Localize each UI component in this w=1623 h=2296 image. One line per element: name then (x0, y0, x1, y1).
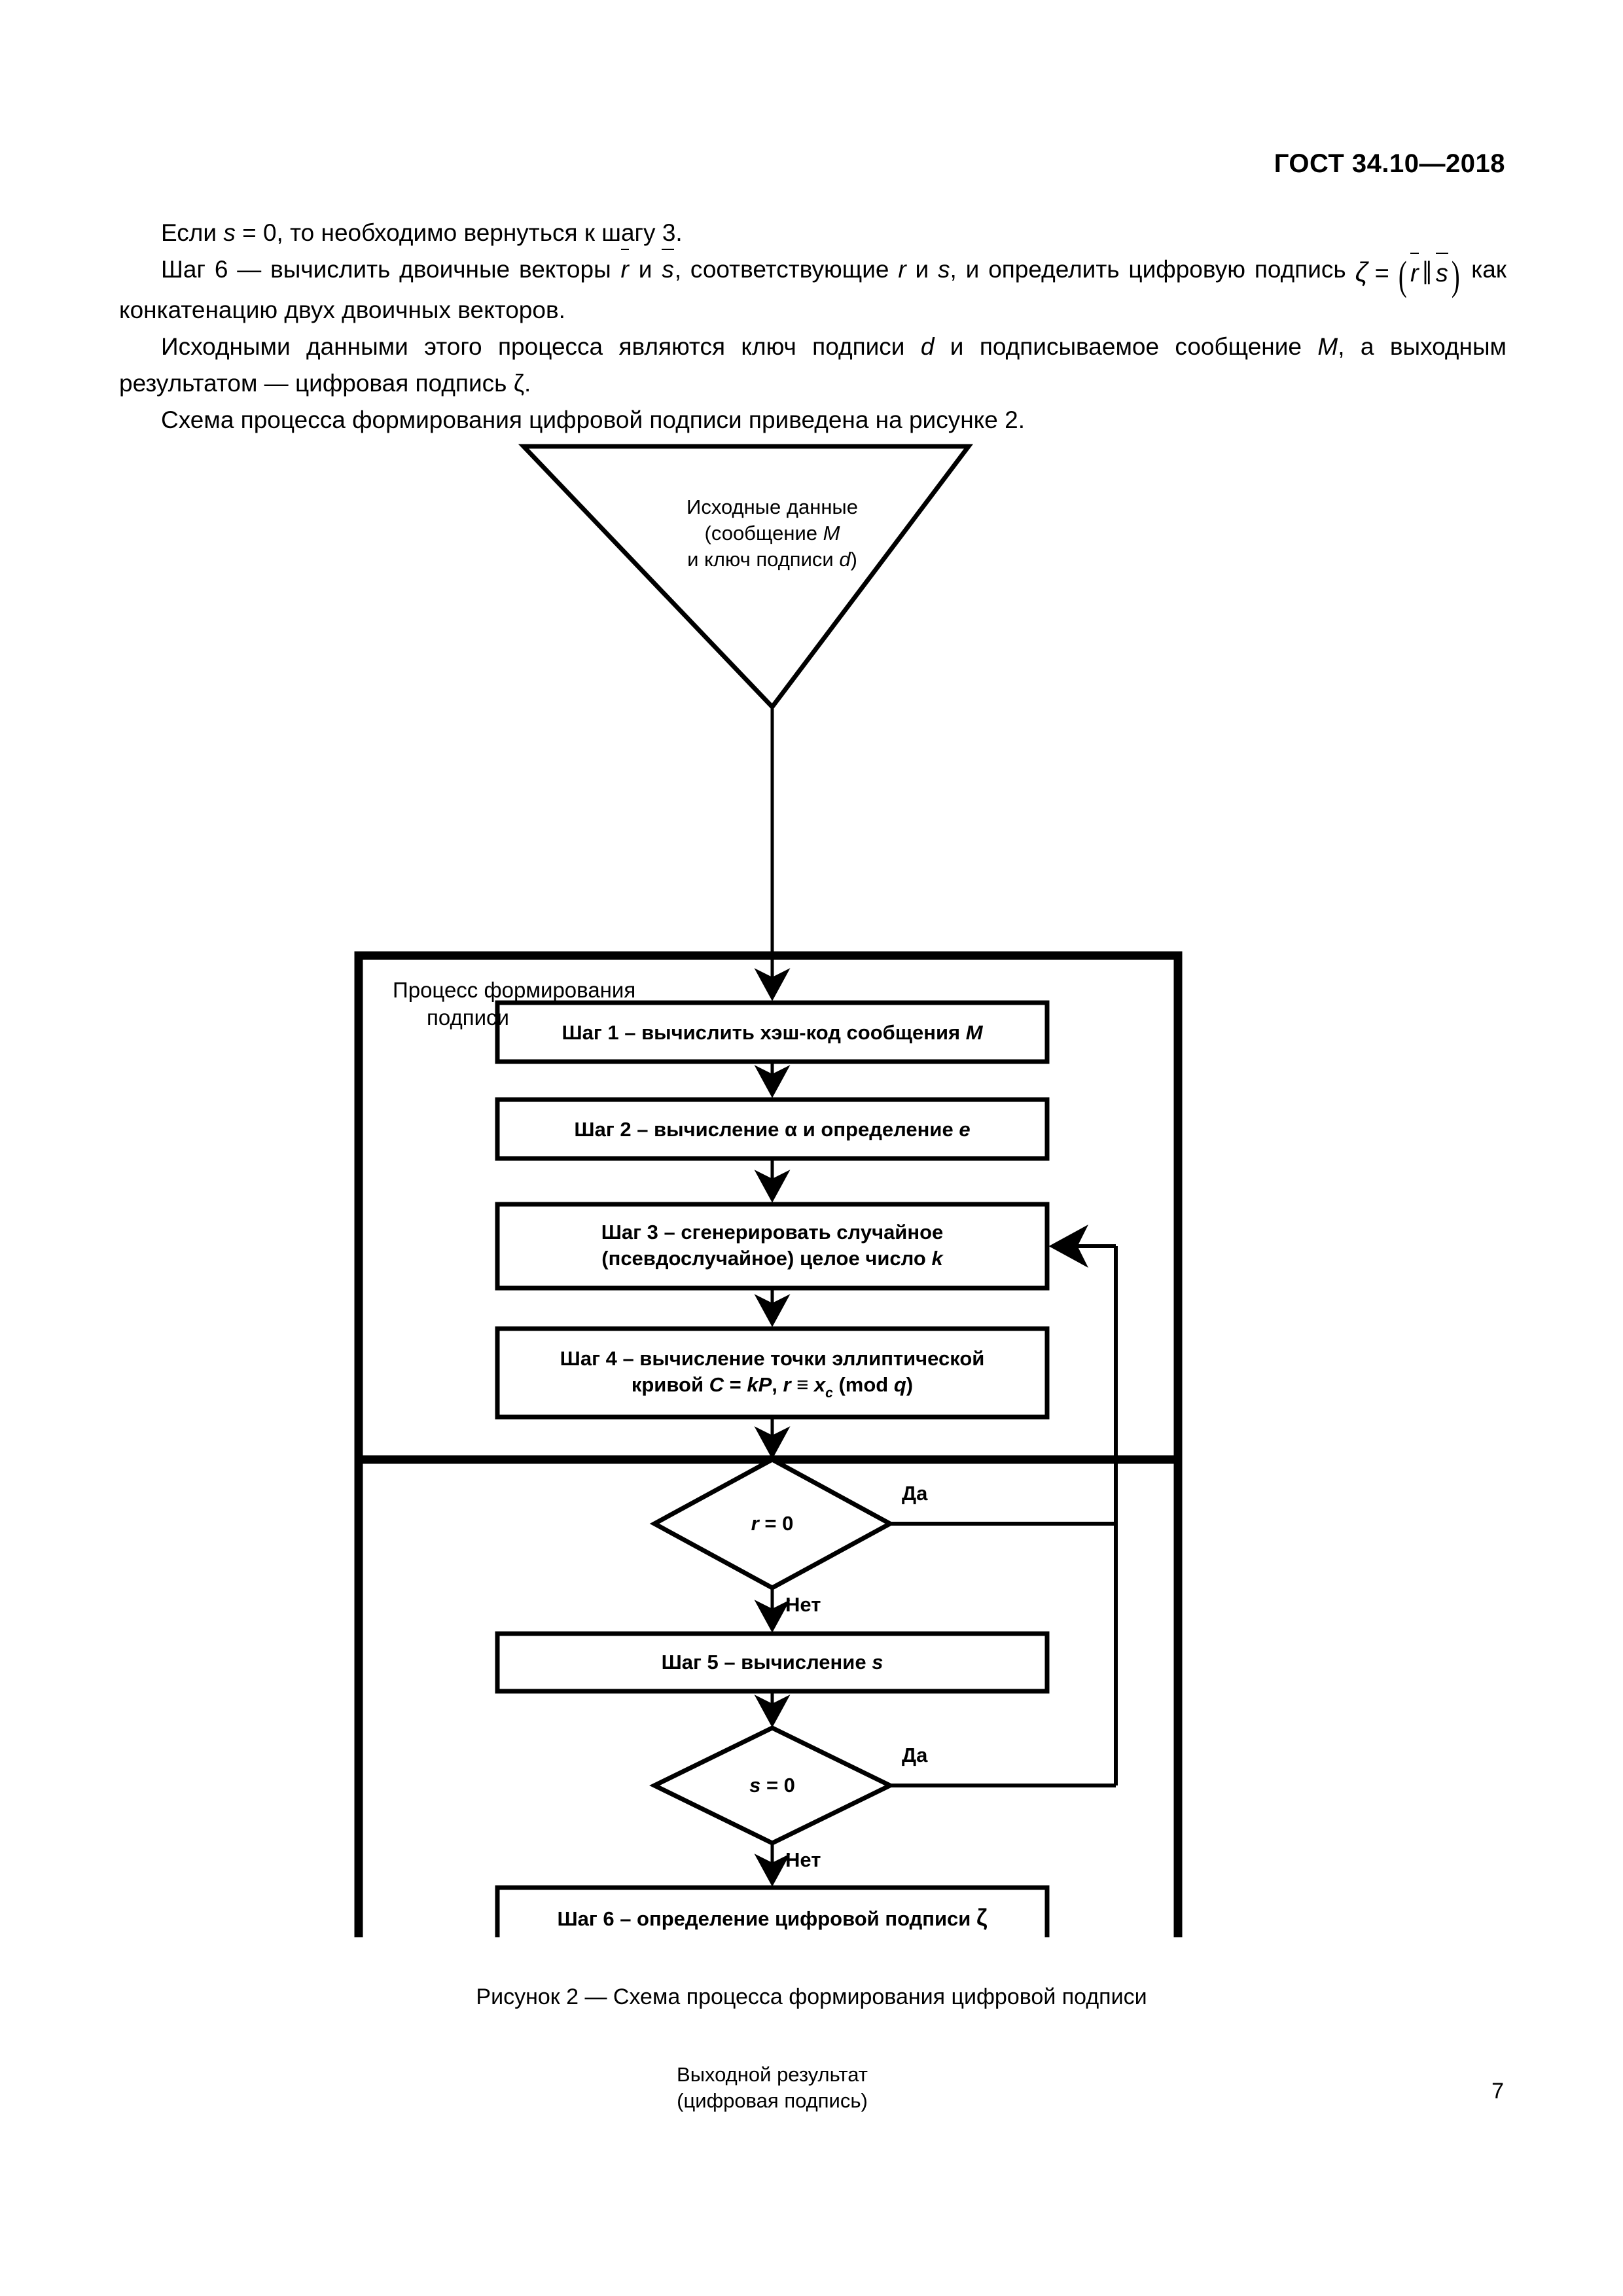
step-3-label: Шаг 3 – сгенерировать случайное (псевдос… (497, 1219, 1047, 1272)
para3-text-2: и подписываемое сообщение (934, 333, 1318, 360)
step-3-line-1: Шаг 3 – сгенерировать случайное (601, 1221, 944, 1244)
decision-r-yes-label: Да (902, 1482, 928, 1505)
decision-s-yes-label: Да (902, 1744, 928, 1767)
figure-caption: Рисунок 2 — Схема процесса формирования … (476, 1984, 1147, 2009)
para2-text-1: Шаг 6 — вычислить двоичные векторы (161, 256, 620, 283)
para3-var-d: d (920, 333, 935, 360)
para3-var-zeta: ζ (513, 370, 525, 397)
body-text-block: Если s = 0, то необходимо вернуться к ша… (119, 215, 1507, 439)
step-1-box-shape (495, 1000, 1050, 1064)
paragraph-1: Если s = 0, то необходимо вернуться к ша… (119, 215, 1507, 251)
step-6-label: Шаг 6 – определение цифровой подписи ζ (557, 1904, 988, 1931)
step-1-label: Шаг 1 – вычислить хэш-код сообщения M (562, 1021, 983, 1044)
step-4-line-2: кривой C = kP, r ≡ xc (mod q) (631, 1373, 914, 1401)
input-line-3: и ключ подписи d) (687, 548, 857, 571)
formula-zeta: ζ (1355, 257, 1368, 287)
output-triangle-label: Выходной результат (цифровая подпись) (576, 2062, 969, 2114)
para1-text-1: Если (161, 219, 224, 246)
process-title-line-1: Процесс формирования (393, 978, 636, 1002)
paragraph-2: Шаг 6 — вычислить двоичные векторы r и s… (119, 249, 1507, 329)
decision-r-no-label: Нет (785, 1593, 821, 1616)
decision-s-label: s = 0 (749, 1774, 795, 1797)
output-line-1: Выходной результат (677, 2063, 868, 2086)
para2-text-2: , соответствующие (674, 256, 899, 283)
decision-s-no-label: Нет (785, 1848, 821, 1871)
page-number: 7 (1491, 2079, 1504, 2104)
para3-text-1: Исходными данными этого процесса являютс… (161, 333, 921, 360)
step-2-label: Шаг 2 – вычисление α и определение e (574, 1118, 971, 1141)
figure-2-flowchart: Исходные данные (сообщение M и ключ подп… (0, 432, 1623, 2112)
process-title-line-2: подписи (427, 1005, 509, 1030)
para1-text-2: = 0, то необходимо вернуться к шагу 3. (235, 219, 683, 246)
input-line-2: (сообщение M (704, 522, 840, 545)
page-header-standard-title: ГОСТ 34.10—2018 (1274, 149, 1505, 178)
process-box-title: Процесс формирования подписи (393, 977, 707, 1031)
formula-s-bar: s (1435, 253, 1449, 292)
step-3-box-shape (495, 1202, 1050, 1291)
para3-text-4: . (524, 370, 531, 397)
step-5-box-shape (495, 1631, 1050, 1694)
input-triangle-shape (518, 444, 974, 711)
para1-var-s: s (223, 219, 236, 246)
formula-r-bar: r (1410, 253, 1419, 292)
para2-and-1: и (629, 256, 662, 283)
para2-var-r: r (898, 256, 906, 283)
step-4-line-1: Шаг 4 – вычисление точки эллиптической (560, 1347, 985, 1370)
paragraph-4: Схема процесса формирования цифровой под… (119, 402, 1507, 439)
para3-text-3: , а выходным результатом — цифровая подп… (119, 333, 1507, 397)
output-line-2: (цифровая подпись) (677, 2089, 868, 2112)
flowchart-svg (354, 444, 1183, 1937)
signature-concatenation-formula: ζ = (r‖s) (1355, 253, 1463, 298)
para2-var-r-bar: r (620, 249, 630, 288)
step-4-box-shape (495, 1326, 1050, 1420)
para2-var-s: s (938, 256, 950, 283)
formula-concat-operator: ‖ (1422, 255, 1432, 292)
formula-open-paren: ( (1399, 254, 1408, 298)
para3-var-M: M (1317, 333, 1338, 360)
para2-var-s-bar: s (661, 249, 675, 288)
paragraph-3: Исходными данными этого процесса являютс… (119, 329, 1507, 402)
step-3-line-2: (псевдослучайное) целое число k (601, 1247, 943, 1270)
para4-text: Схема процесса формирования цифровой под… (161, 406, 1025, 433)
input-line-1: Исходные данные (687, 495, 858, 518)
formula-close-paren: ) (1451, 254, 1460, 298)
input-triangle-label: Исходные данные (сообщение M и ключ подп… (576, 494, 969, 573)
decision-r-label: r = 0 (751, 1512, 794, 1535)
step-6-box-shape (495, 1885, 1050, 1937)
formula-equals: = (1374, 260, 1389, 287)
step-2-box-shape (495, 1097, 1050, 1161)
para2-text-4: как конкатенацию двух двоичных векторов. (119, 256, 1507, 323)
step-4-label: Шаг 4 – вычисление точки эллиптической к… (497, 1346, 1047, 1407)
para2-text-3: , и определить цифровую подпись (950, 256, 1355, 283)
step-5-label: Шаг 5 – вычисление s (661, 1651, 883, 1674)
para2-and-2: и (906, 256, 938, 283)
step-4-subscript-c: c (825, 1386, 833, 1401)
